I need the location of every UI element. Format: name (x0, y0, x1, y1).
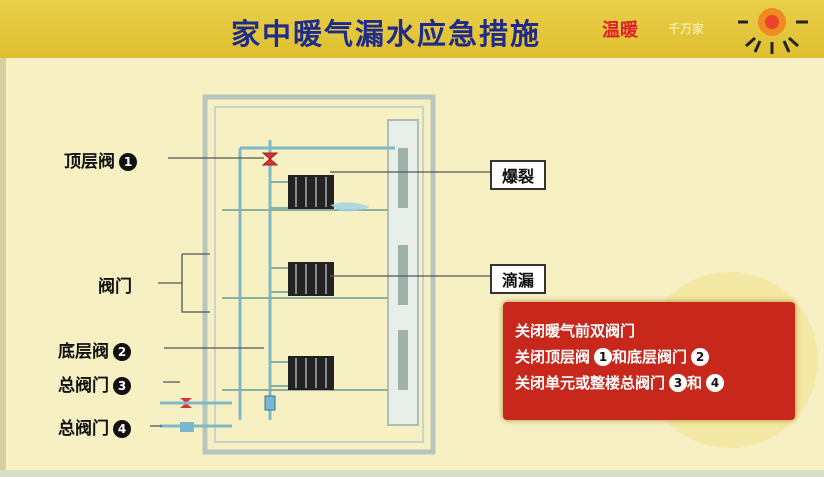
brand-logo-text: 温暖 (602, 20, 638, 41)
burst-label-box: 爆裂 (490, 160, 547, 190)
page-title: 家中暖气漏水应急措施 (230, 17, 541, 51)
main-valve-a-text: 总阀门 (58, 376, 109, 396)
marker-2: 2 (113, 343, 131, 361)
drip-label-box: 滴漏 (490, 264, 547, 294)
top-valve-text: 顶层阀 (64, 152, 115, 172)
sun-icon (738, 8, 808, 54)
bottom-valve-icon (264, 395, 276, 411)
marker-3: 3 (113, 377, 131, 395)
radiator-bottom (288, 356, 334, 390)
notice-marker-1: 1 (594, 348, 613, 366)
notice-line-3-b: 和 (687, 374, 703, 392)
notice-line-2-a: 关闭顶层阀 (515, 348, 591, 366)
radiator-top (288, 175, 334, 209)
header-bar (0, 0, 824, 58)
brand-subtext: 千万家 (668, 22, 705, 36)
notice-marker-3: 3 (669, 374, 688, 392)
bottom-valve-text: 底层阀 (58, 342, 109, 362)
top-valve-icon (261, 152, 279, 166)
notice-line-1: 关闭暖气前双阀门 (515, 322, 636, 340)
notice-line-3-a: 关闭单元或整楼总阀门 (515, 374, 666, 392)
marker-1: 1 (119, 153, 137, 171)
notice-marker-4: 4 (706, 374, 725, 392)
notice-marker-2: 2 (691, 348, 710, 366)
bottom-bar (0, 470, 824, 477)
notice-line-2-b: 和底层阀门 (612, 348, 688, 366)
main-valve-b-text: 总阀门 (58, 419, 109, 439)
marker-4: 4 (113, 420, 131, 438)
valve-label: 阀门 (98, 277, 132, 297)
radiator-middle (288, 262, 334, 296)
